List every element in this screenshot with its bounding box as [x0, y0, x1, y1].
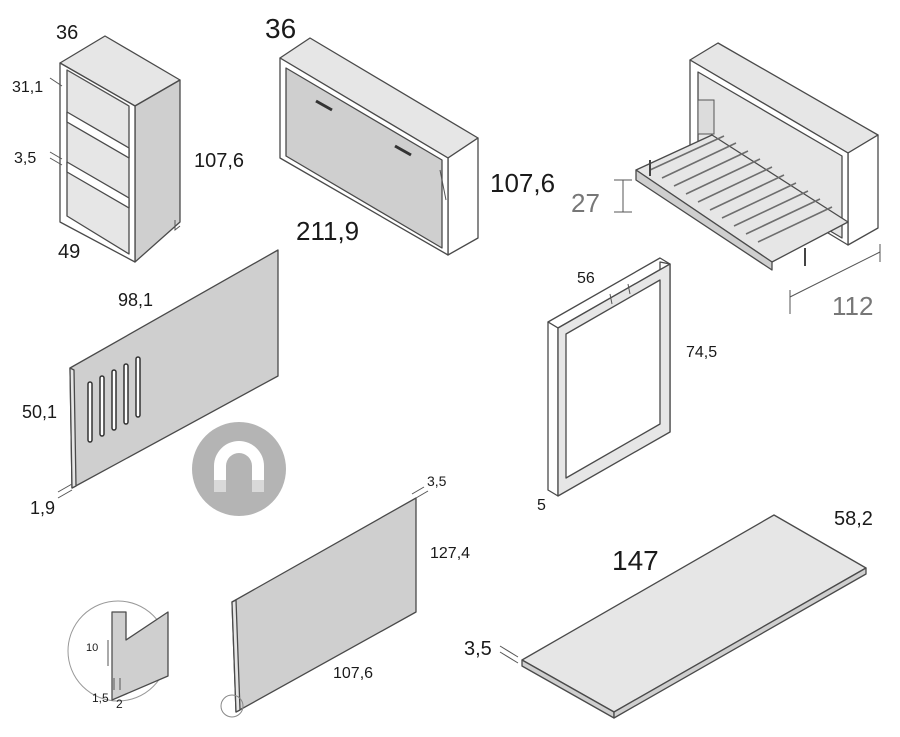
headboard-thickness-label: 1,9: [30, 498, 55, 518]
magnet-icon: [214, 441, 264, 492]
back-panel-height-label: 127,4: [430, 545, 470, 562]
bookcase-height-label: 107,6: [194, 150, 244, 172]
detail-rebate-label: 10: [86, 642, 98, 654]
wall-bed-closed-drawing: [279, 37, 479, 256]
edge-detail-drawing: [67, 600, 169, 702]
wall-bed-height-label: 107,6: [490, 168, 555, 198]
desk-leg-height-label: 74,5: [686, 344, 717, 361]
bookcase-drawing: [49, 35, 181, 263]
back-panel-thickness-label: 3,5: [427, 473, 447, 489]
desk-leg-drawing: [547, 257, 671, 497]
bookcase-thickness-label: 3,5: [14, 150, 36, 167]
headboard-drawing: [57, 249, 279, 499]
wall-bed-depth-label: 36: [265, 13, 296, 44]
detail-lip-label: 2: [116, 697, 123, 711]
headboard-height-label: 50,1: [22, 402, 57, 422]
desk-leg-thickness-label: 5: [537, 497, 546, 514]
wall-bed-open-drawing: [614, 42, 881, 314]
bookcase-depth-label: 36: [56, 22, 78, 44]
wall-bed-projection-label: 112: [832, 291, 873, 321]
desk-top-length-label: 147: [612, 545, 659, 576]
headboard-width-label: 98,1: [118, 290, 153, 310]
desk-leg-width-label: 56: [577, 270, 595, 287]
bookcase-shelf-spacing-label: 31,1: [12, 79, 43, 96]
detail-gap-label: 1,5: [92, 691, 109, 705]
bed-slats: [649, 135, 833, 243]
desk-top-drawing: [499, 514, 867, 719]
back-panel-drawing: [220, 486, 429, 718]
wall-bed-leg-height-label: 27: [571, 188, 600, 218]
magnet-badge: [192, 422, 286, 516]
desk-top-depth-label: 58,2: [834, 508, 873, 530]
headboard-slots: [87, 356, 141, 443]
wall-bed-width-label: 211,9: [296, 216, 359, 246]
bookcase-width-label: 49: [58, 241, 80, 263]
back-panel-width-label: 107,6: [333, 665, 373, 682]
desk-top-thickness-label: 3,5: [464, 638, 492, 660]
